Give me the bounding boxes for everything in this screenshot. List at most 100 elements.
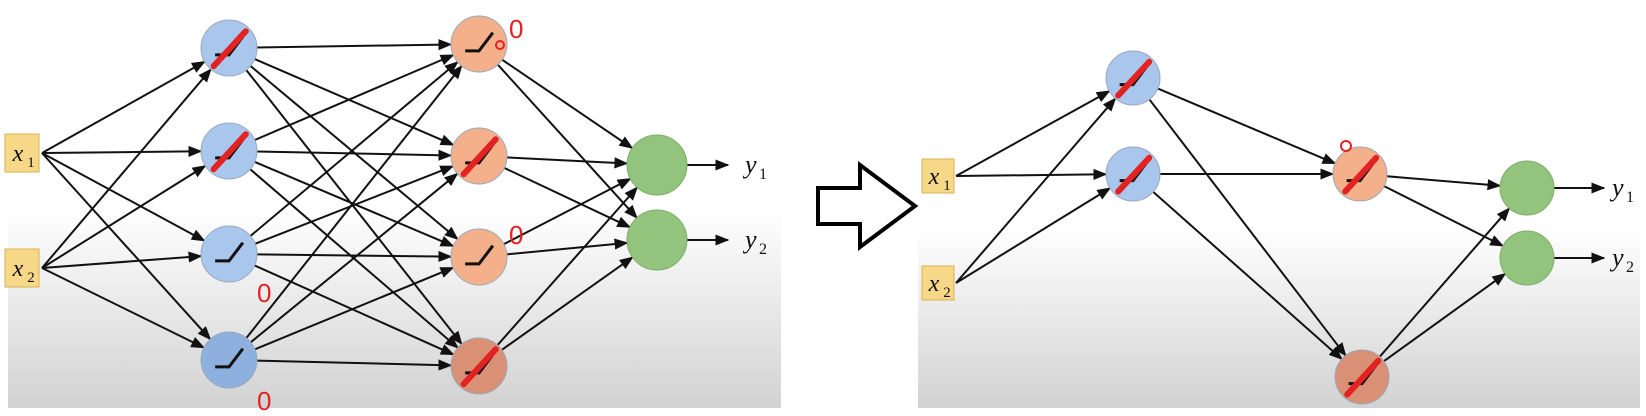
left-hidden1-neuron-3 [200,225,258,283]
dropout-slash-mark [460,136,499,178]
relu-icon [465,244,495,266]
left-edge-h14-h23 [254,266,455,351]
left-hidden2-neuron-3-circle [450,228,508,286]
right-input-x2-subscript: 2 [943,285,951,301]
left-edge-h21-out2 [497,64,638,219]
dropout-slash-mark [1115,58,1153,99]
right-edge-h21-out1 [1386,175,1502,191]
left-output-neuron-1 [626,134,688,196]
dropout-slash-mark [210,28,249,70]
left-hidden2-neuron-3 [450,228,508,286]
left-edge-h14-h21 [245,64,463,339]
right-arrow-icon [816,161,919,251]
left-edge-h24-out1 [496,186,639,346]
left-input-x1-subscript: 1 [27,155,35,171]
right-input-x1-subscript: 1 [943,178,951,194]
relu-icon [215,241,245,263]
left-zero-label-h2c: 0 [509,220,523,250]
left-edge-in1-h12 [41,145,203,158]
dropout-slash-mark [210,131,249,173]
left-edge-h24-out2 [501,256,634,351]
left-output-label-y1: y [742,150,757,179]
relu-icon [215,347,245,369]
right-output-neuron-1 [1499,160,1555,216]
right-input-x2-text: x [928,271,940,297]
left-hidden2-neuron-4 [450,337,508,395]
left-input-x2-text: x [12,256,24,282]
left-hidden1-neuron-3-circle [200,225,258,283]
left-output-label-y2-subscript: 2 [759,241,767,258]
dropout-slash-mark [1342,154,1380,195]
right-edge-in1-h12 [955,168,1108,181]
left-edge-in2-h13 [41,251,203,269]
left-edge-in1-h13 [41,152,206,242]
right-edge-in2-h11 [955,97,1117,284]
left-zero-label-h1c: 0 [257,278,271,308]
right-input-x1-text: x [928,164,940,190]
right-edge-h21-out2 [1383,185,1505,247]
left-edge-in2-h11 [41,68,212,269]
left-input-x2-subscript: 2 [27,270,35,286]
relu-icon [465,31,495,53]
left-hidden1-neuron-2 [200,122,258,180]
left-edge-h23-out2 [506,238,629,256]
left-hidden1-neuron-4-circle [200,331,258,389]
left-edge-in1-h14 [41,152,212,341]
left-hidden2-neuron-1 [450,15,508,73]
right-input-x1-box [921,158,955,194]
right-output-label-y2-subscript: 2 [1626,259,1634,276]
left-edge-h11-h24 [245,69,463,346]
left-panel-background [8,8,781,408]
left-edge-h13-h23 [256,250,453,263]
left-edge-h21-out1 [501,58,634,149]
left-edge-h11-h22 [254,58,455,146]
right-hidden1-neuron-1 [1105,50,1161,106]
left-edge-h14-h24 [256,359,453,371]
left-output-label-y1-subscript: 1 [759,166,767,183]
left-hidden1-neuron-1 [200,19,258,77]
right-hidden2-neuron-1 [1332,146,1388,202]
left-hidden2-neuron-1-circle [450,15,508,73]
left-output-label-y2: y [742,225,757,254]
left-input-x2-box [4,248,40,288]
right-output-label-y1: y [1609,173,1624,202]
right-output-label-y1-subscript: 1 [1626,189,1634,206]
right-panel-background [918,46,1640,408]
left-edge-h14-h22 [250,172,459,344]
right-edge-in2-h12 [955,187,1112,284]
left-edge-in1-h11 [41,60,206,154]
dropout-slash-mark [1115,154,1153,195]
right-output-neuron-2 [1499,230,1555,286]
right-edge-h11-h22 [1148,98,1347,357]
left-input-x1-text: x [12,141,24,167]
left-zero-label-h2a: 0 [509,14,523,44]
left-edge-h12-h22 [256,149,453,161]
right-edge-h22-out2 [1383,272,1507,363]
left-zero-label-h1d: 0 [257,386,271,416]
left-edge-h12-h21 [254,54,455,141]
right-edge-in1-h11 [955,90,1111,177]
right-hidden2-neuron-2 [1334,349,1390,405]
left-hidden1-neuron-4 [200,331,258,389]
right-output-label-y2: y [1609,243,1624,272]
left-edge-in2-h12 [41,165,207,269]
right-cursor-dot-marker [1340,140,1352,152]
right-edge-h22-out1 [1379,207,1511,358]
cursor-dot-marker [495,40,505,50]
left-edge-h23-out1 [503,177,632,246]
left-output-neuron-2 [626,209,688,271]
right-edge-h11-h21 [1157,87,1337,165]
right-input-x2-box [921,265,955,301]
right-hidden1-neuron-2 [1105,146,1161,202]
left-edge-h11-h21 [256,39,453,51]
left-edge-h22-out2 [503,167,632,229]
right-edge-h12-h22 [1152,191,1343,361]
dropout-slash-mark [1344,357,1382,398]
left-edge-h13-h22 [254,165,455,245]
left-hidden2-neuron-2 [450,127,508,185]
